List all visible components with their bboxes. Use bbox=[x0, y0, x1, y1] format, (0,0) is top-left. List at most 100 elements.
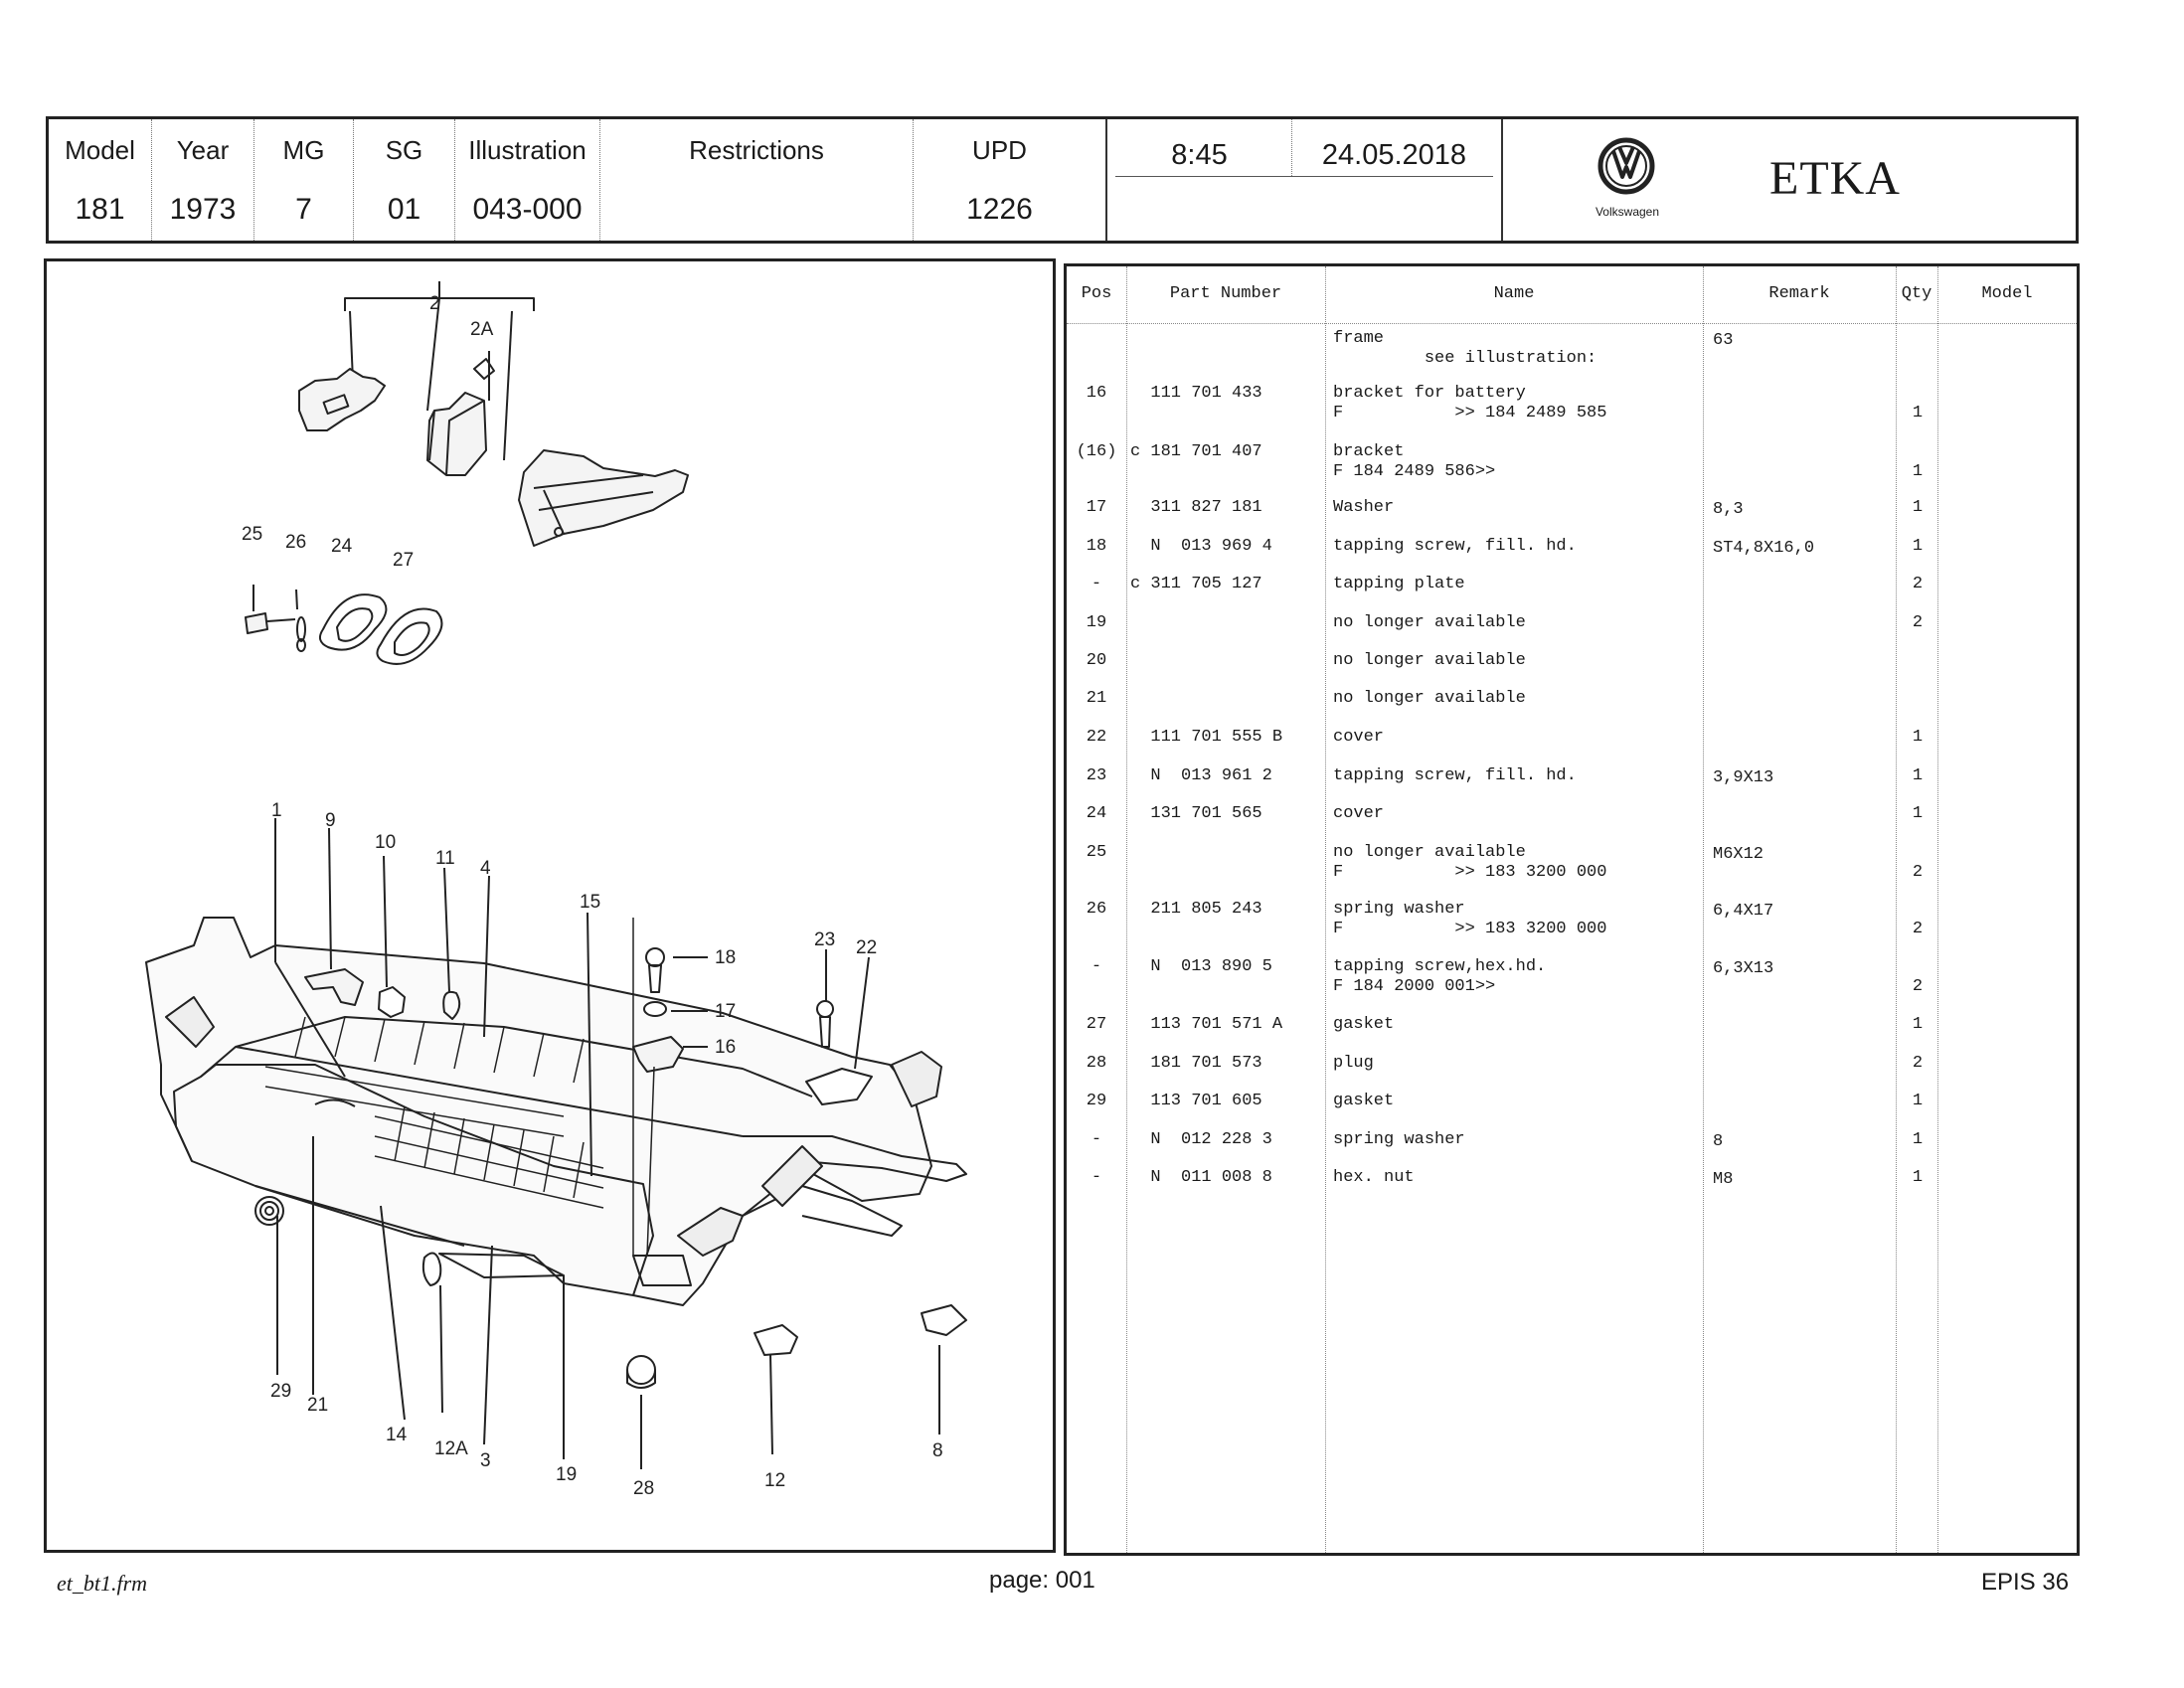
callout-10: 10 bbox=[375, 832, 396, 853]
row-pos: - bbox=[1091, 1130, 1102, 1149]
col-header-pos: Pos bbox=[1081, 284, 1112, 303]
row-pos: - bbox=[1091, 1168, 1102, 1187]
model-label: Model bbox=[65, 135, 135, 165]
epis-version: EPIS 36 bbox=[1981, 1569, 2070, 1596]
row-qty: 1 bbox=[1912, 498, 1924, 517]
form-filename: et_bt1.frm bbox=[57, 1571, 148, 1596]
row-qty: 1 bbox=[1912, 804, 1924, 823]
row-pos: 22 bbox=[1086, 728, 1107, 747]
brand-name: Volkswagen bbox=[1595, 205, 1660, 219]
row-pos: (16) bbox=[1076, 442, 1117, 461]
callout-15: 15 bbox=[580, 892, 600, 913]
sg-label: SG bbox=[385, 135, 423, 165]
row-part-number: 113 701 571 A bbox=[1130, 1015, 1283, 1034]
row-pos: 17 bbox=[1086, 498, 1107, 517]
callout-28: 28 bbox=[633, 1478, 654, 1499]
row-name: bracket bbox=[1333, 442, 1405, 461]
row-qty: 2 bbox=[1912, 613, 1924, 632]
date-value: 24.05.2018 bbox=[1321, 139, 1467, 171]
row-name-detail: F 184 2000 001>> bbox=[1333, 977, 1496, 996]
row-name-detail: F >> 183 3200 000 bbox=[1333, 863, 1607, 882]
callout-24: 24 bbox=[331, 536, 353, 557]
row-name: frame bbox=[1333, 329, 1385, 348]
row-part-number: 311 827 181 bbox=[1130, 498, 1262, 517]
row-qty: 1 bbox=[1912, 404, 1924, 422]
row-part-number: N 013 890 5 bbox=[1130, 957, 1272, 976]
col-header-remark: Remark bbox=[1768, 284, 1830, 303]
header-bar: Model 181 Year 1973 MG 7 SG 01 Illustrat… bbox=[46, 116, 2079, 244]
row-pos: - bbox=[1091, 957, 1102, 976]
row-part-number: c 181 701 407 bbox=[1130, 442, 1262, 461]
row-pos: 23 bbox=[1086, 766, 1107, 785]
row-remark: M8 bbox=[1713, 1170, 1734, 1189]
callout-2a: 2A bbox=[470, 319, 494, 340]
row-qty: 1 bbox=[1912, 728, 1924, 747]
row-name: tapping plate bbox=[1333, 575, 1465, 593]
callout-8: 8 bbox=[932, 1440, 943, 1461]
row-remark: M6X12 bbox=[1713, 845, 1764, 864]
row-pos: 19 bbox=[1086, 613, 1107, 632]
row-part-number: 131 701 565 bbox=[1130, 804, 1262, 823]
callout-4: 4 bbox=[480, 858, 491, 879]
row-name: spring washer bbox=[1333, 900, 1465, 919]
row-part-number: 111 701 555 B bbox=[1130, 728, 1283, 747]
row-name: no longer available bbox=[1333, 651, 1526, 670]
row-pos: 20 bbox=[1086, 651, 1107, 670]
row-name: gasket bbox=[1333, 1092, 1395, 1110]
row-qty: 1 bbox=[1912, 537, 1924, 556]
year-label: Year bbox=[176, 135, 230, 165]
callout-18: 18 bbox=[715, 947, 736, 968]
callout-12a: 12A bbox=[434, 1438, 468, 1459]
callout-14: 14 bbox=[386, 1425, 408, 1445]
table-row: 22 111 701 555 B cover 1 bbox=[1067, 728, 2077, 767]
row-pos: - bbox=[1091, 575, 1102, 593]
illustration-value: 043-000 bbox=[472, 193, 583, 226]
row-pos: 24 bbox=[1086, 804, 1107, 823]
callout-25: 25 bbox=[242, 524, 262, 545]
header-cell-mg: MG 7 bbox=[254, 119, 354, 241]
row-name: no longer available bbox=[1333, 613, 1526, 632]
restrictions-label: Restrictions bbox=[689, 135, 824, 165]
vw-logo-icon bbox=[1597, 137, 1655, 195]
row-name: tapping screw, fill. hd. bbox=[1333, 766, 1577, 785]
row-remark: 63 bbox=[1713, 331, 1734, 350]
row-pos: 16 bbox=[1086, 384, 1107, 403]
row-remark: 8 bbox=[1713, 1132, 1724, 1151]
upd-label: UPD bbox=[972, 135, 1027, 165]
header-cell-illustration: Illustration 043-000 bbox=[455, 119, 600, 241]
row-part-number: N 011 008 8 bbox=[1130, 1168, 1272, 1187]
row-part-number: 211 805 243 bbox=[1130, 900, 1262, 919]
callout-1: 1 bbox=[271, 800, 282, 821]
callout-21: 21 bbox=[307, 1395, 328, 1416]
exploded-view-illustration: 2 2A 25 26 24 27 1 9 10 11 4 15 18 17 16… bbox=[44, 258, 1056, 1553]
model-value: 181 bbox=[75, 193, 125, 226]
row-name: cover bbox=[1333, 728, 1385, 747]
callout-22: 22 bbox=[856, 937, 877, 958]
callout-26: 26 bbox=[285, 532, 306, 553]
row-part-number: N 013 961 2 bbox=[1130, 766, 1272, 785]
year-value: 1973 bbox=[169, 193, 237, 226]
row-pos: 28 bbox=[1086, 1054, 1107, 1073]
row-pos: 29 bbox=[1086, 1092, 1107, 1110]
table-row: 19 no longer available 2 bbox=[1067, 613, 2077, 653]
row-name: no longer available bbox=[1333, 689, 1526, 708]
row-part-number: c 311 705 127 bbox=[1130, 575, 1262, 593]
row-qty: 2 bbox=[1912, 575, 1924, 593]
frame-parts-drawing: 2 2A 25 26 24 27 1 9 10 11 4 15 18 17 16… bbox=[145, 281, 967, 1499]
row-qty: 2 bbox=[1912, 920, 1924, 938]
row-part-number: N 012 228 3 bbox=[1130, 1130, 1272, 1149]
callout-27: 27 bbox=[393, 550, 414, 571]
row-qty: 1 bbox=[1912, 1092, 1924, 1110]
table-header: Pos Part Number Name Remark Qty Model bbox=[1067, 266, 2077, 324]
callout-29: 29 bbox=[270, 1381, 291, 1402]
datetime-box: 8:45 24.05.2018 bbox=[1105, 119, 1503, 241]
row-part-number: N 013 969 4 bbox=[1130, 537, 1272, 556]
row-name: bracket for battery bbox=[1333, 384, 1526, 403]
